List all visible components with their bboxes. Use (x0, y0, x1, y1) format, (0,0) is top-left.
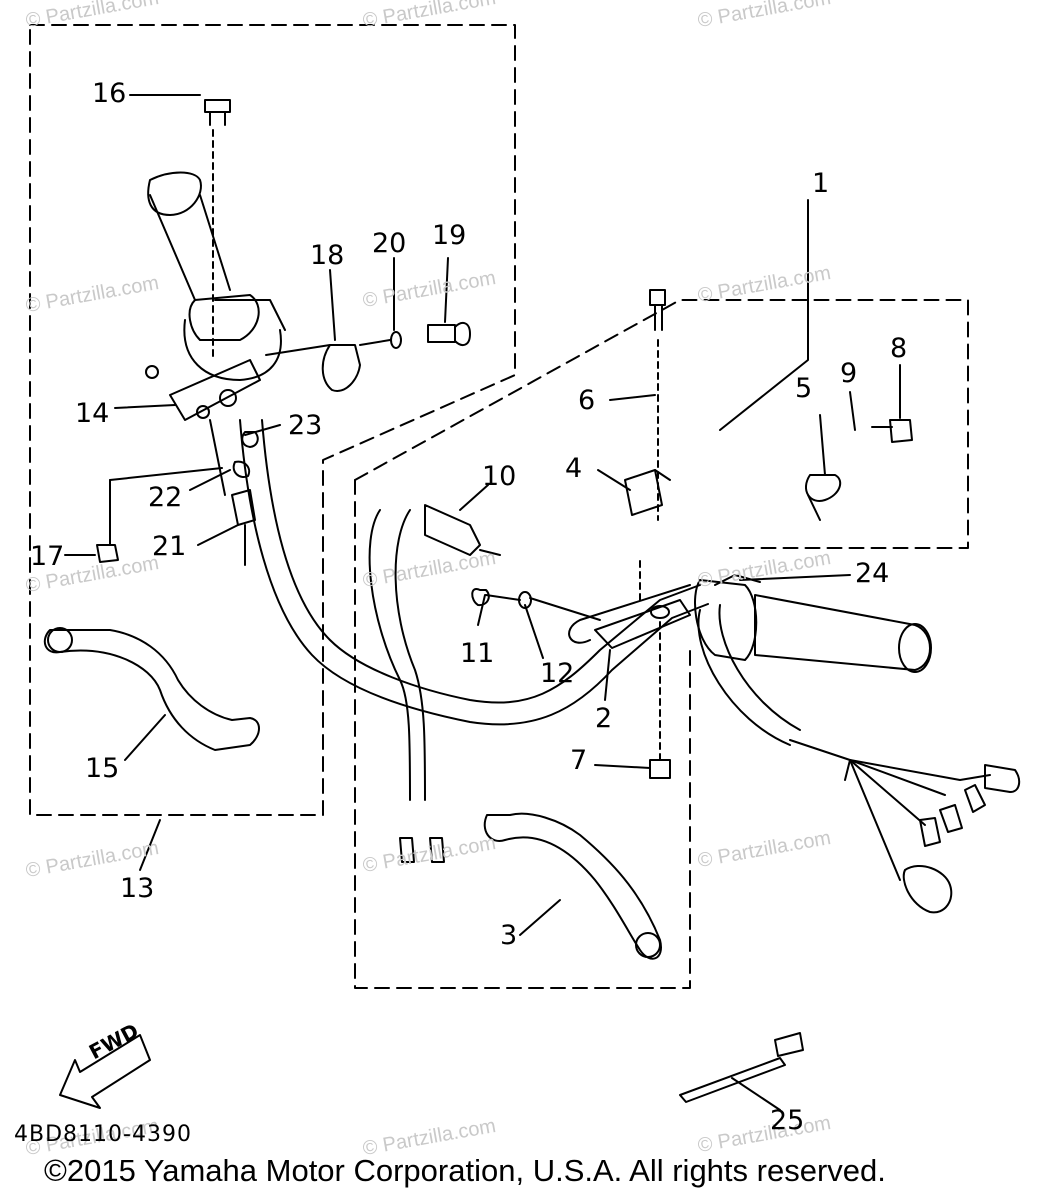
callout-5[interactable]: 5 (795, 373, 813, 404)
handlebar (261, 419, 701, 704)
callout-24[interactable]: 24 (855, 558, 890, 589)
cable-tie (679, 1057, 786, 1103)
lever-3 (483, 812, 662, 960)
callout-14[interactable]: 14 (75, 398, 110, 429)
callout-20[interactable]: 20 (372, 228, 407, 259)
callout-23[interactable]: 23 (288, 410, 323, 441)
callout-2[interactable]: 2 (595, 703, 613, 734)
callout-15[interactable]: 15 (85, 753, 120, 784)
callout-16[interactable]: 16 (92, 78, 127, 109)
callout-19[interactable]: 19 (432, 220, 467, 251)
callout-25[interactable]: 25 (770, 1105, 805, 1136)
left-grip-assembly (147, 171, 286, 381)
group-box-2 (354, 479, 691, 989)
callout-8[interactable]: 8 (890, 333, 908, 364)
fwd-arrow (59, 1034, 151, 1109)
callout-17[interactable]: 17 (30, 541, 65, 572)
brake-switch (424, 504, 481, 556)
callout-11[interactable]: 11 (460, 638, 495, 669)
lever-holder (169, 359, 261, 421)
lever-15 (43, 629, 260, 751)
callout-13[interactable]: 13 (120, 873, 155, 904)
callout-18[interactable]: 18 (310, 240, 345, 271)
callout-6[interactable]: 6 (578, 385, 596, 416)
copyright-notice: ©2015 Yamaha Motor Corporation, U.S.A. A… (44, 1153, 886, 1188)
right-grip (754, 594, 931, 671)
group-box-1 (354, 299, 969, 549)
group-box-13 (29, 24, 516, 816)
callout-1[interactable]: 1 (812, 168, 830, 199)
callout-7[interactable]: 7 (570, 745, 588, 776)
callout-4[interactable]: 4 (565, 453, 583, 484)
callout-10[interactable]: 10 (482, 461, 517, 492)
part-number: 4BD8110-4390 (14, 1122, 192, 1147)
callout-21[interactable]: 21 (152, 531, 187, 562)
callout-22[interactable]: 22 (148, 482, 183, 513)
callout-9[interactable]: 9 (840, 358, 858, 389)
brake-master-cylinder (594, 599, 691, 649)
callout-3[interactable]: 3 (500, 920, 518, 951)
callout-12[interactable]: 12 (540, 658, 575, 689)
